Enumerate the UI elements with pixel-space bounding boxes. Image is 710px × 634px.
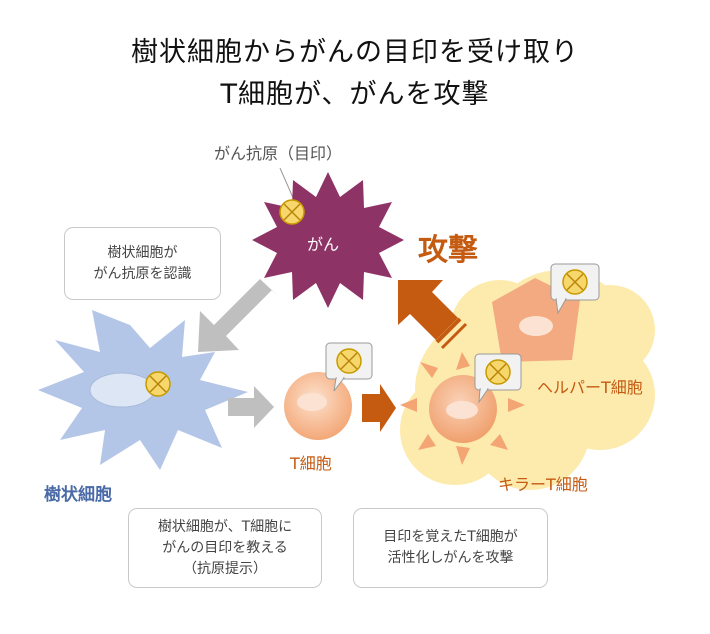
attack-label: 攻撃 <box>418 233 478 268</box>
killer-antigen-marker <box>485 359 511 385</box>
attack-arrow <box>398 280 468 350</box>
note-present-line-1: 樹状細胞が、T細胞に <box>157 518 293 535</box>
note-activate-line-1: 目印を覚えたT細胞が <box>383 529 518 545</box>
antigen-pointer-line <box>279 167 295 201</box>
note-activate-line-2: 活性化しがんを攻撃 <box>387 550 514 566</box>
cancer-label: がん <box>307 235 340 254</box>
helper-nucleus <box>519 316 553 336</box>
recognize-arrow <box>198 279 278 352</box>
killer-nucleus <box>446 401 478 419</box>
activate-arrow <box>362 384 396 432</box>
dendritic-cell-label: 樹状細胞 <box>44 485 112 505</box>
note-present-line-3: （抗原提示） <box>183 560 267 577</box>
helper-t-cell-label: ヘルパーT細胞 <box>537 378 643 397</box>
note-present-line-2: がんの目印を教える <box>162 539 288 556</box>
antigen-label: がん抗原（目印） <box>214 144 343 163</box>
note-activate: 目印を覚えたT細胞が 活性化しがんを攻撃 <box>353 508 548 588</box>
t-cell-label: T細胞 <box>290 454 332 473</box>
t-cell-antigen-marker <box>336 348 362 374</box>
dendritic-nucleus <box>89 372 155 408</box>
title-line-1: 樹状細胞からがんの目印を受け取り <box>131 37 579 68</box>
cancer-antigen-marker <box>279 199 305 225</box>
note-present: 樹状細胞が、T細胞に がんの目印を教える （抗原提示） <box>128 508 322 588</box>
title-line-2: T細胞が、がんを攻撃 <box>220 79 490 110</box>
note-recognize: 樹状細胞が がん抗原を認識 <box>64 227 221 300</box>
killer-t-cell-label: キラーT細胞 <box>498 475 588 494</box>
t-cell-nucleus <box>297 393 327 411</box>
note-recognize-line-1: 樹状細胞が <box>107 244 178 261</box>
helper-antigen-marker <box>562 269 588 295</box>
present-arrow <box>228 386 274 428</box>
dendritic-antigen-marker <box>145 371 171 397</box>
note-recognize-line-2: がん抗原を認識 <box>93 265 192 282</box>
cancer-cell-shape <box>252 172 404 308</box>
